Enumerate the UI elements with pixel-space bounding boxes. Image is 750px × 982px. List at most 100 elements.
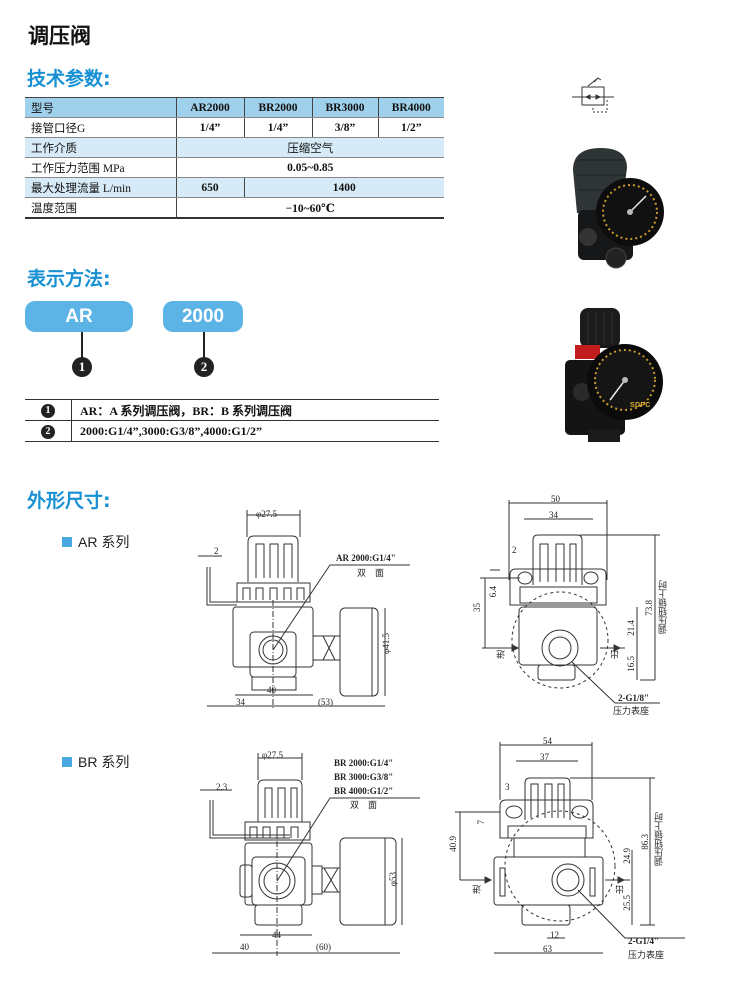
br-side-gauge-port: 2-G1/4"	[628, 936, 659, 946]
table-row: 最大处理流量 L/min 650 1400	[25, 177, 444, 198]
row-label: 温度范围	[25, 197, 176, 219]
ar-side-upper: 21.4	[626, 620, 636, 636]
br-side-lower: 25.5	[622, 895, 632, 911]
br-side-hole-dim: 3	[505, 782, 510, 792]
marker-1: 1	[72, 357, 92, 377]
br-right-dim: (60)	[316, 942, 331, 952]
ar-side-note: 调压钮锁上时	[658, 580, 668, 634]
br-side-height-409: 40.9	[448, 836, 458, 852]
notation-legend: 1 AR：A 系列调压阀，BR：B 系列调压阀 2 2000:G1/4”,300…	[25, 399, 439, 442]
br-both-sides: 双 面	[350, 800, 378, 810]
cell: 1400	[243, 177, 444, 198]
br-side-outlet: 出	[615, 885, 625, 894]
square-bullet-icon	[62, 757, 72, 767]
ar-side-hole-height: 6.4	[488, 586, 498, 598]
ar-side-gauge-seat: 压力表座	[613, 706, 650, 716]
br-side-upper: 24.9	[622, 848, 632, 864]
page-title: 调压阀	[28, 24, 91, 48]
ar-side-outlet: 出	[610, 650, 620, 659]
ar-knob-diameter: φ27.5	[256, 509, 277, 519]
cell: 1/4”	[175, 117, 244, 138]
header-cell: BR3000	[311, 97, 378, 118]
legend-text: 2000:G1/4”,3000:G3/8”,4000:G1/2”	[71, 420, 439, 442]
table-header-row: 型号 AR2000 BR2000 BR3000 BR4000	[25, 97, 444, 118]
br-side-hole-spacing: 37	[540, 752, 549, 762]
header-cell: 型号	[25, 97, 176, 118]
cell: 650	[175, 177, 244, 198]
cell: 0.05~0.85	[175, 157, 444, 178]
cell: 1/2”	[377, 117, 444, 138]
br-front-drawing	[200, 753, 420, 956]
row-label: 工作压力范围 MPa	[25, 157, 176, 178]
br-side-gauge-seat: 压力表座	[628, 950, 665, 960]
header-cell: AR2000	[175, 97, 244, 118]
table-row: 工作介质 压缩空气	[25, 137, 444, 158]
br-side-note: 调压钮锁上时	[654, 812, 664, 866]
ar-side-hole-dim: 2	[512, 545, 517, 555]
section-specs-heading: 技术参数:	[27, 68, 111, 90]
ar-side-lower: 16.5	[626, 656, 636, 672]
notation-part-ar: AR	[25, 301, 133, 332]
br-port-spec-3000: BR 3000:G3/8"	[334, 772, 394, 782]
section-notation-heading: 表示方法:	[27, 268, 111, 290]
br-side-bottom-width: 12	[550, 930, 559, 940]
ar-front-drawing	[198, 510, 410, 710]
br-gauge-diameter: φ53	[388, 872, 398, 887]
series-br-label: BR 系列	[62, 752, 129, 772]
legend-row: 1 AR：A 系列调压阀，BR：B 系列调压阀	[25, 399, 439, 421]
br-port-spec-2000: BR 2000:G1/4"	[334, 758, 394, 768]
cell: 3/8”	[311, 117, 378, 138]
valve-symbol-icon	[572, 77, 614, 113]
gauge-brand-text: SDPC	[630, 402, 651, 409]
legend-number: 2	[41, 425, 55, 439]
series-ar-text: AR 系列	[78, 534, 130, 550]
br-body-width: 44	[272, 930, 281, 940]
marker-2: 2	[194, 357, 214, 377]
table-row: 温度范围 −10~60℃	[25, 197, 444, 219]
ar-regulator-photo	[573, 148, 664, 269]
ar-port-spec: AR 2000:G1/4"	[336, 553, 396, 563]
series-ar-label: AR 系列	[62, 532, 129, 552]
br-left-dim: 40	[240, 942, 249, 952]
header-cell: BR4000	[377, 97, 444, 118]
legend-number: 1	[41, 404, 55, 418]
table-row: 接管口径G 1/4” 1/4” 3/8” 1/2”	[25, 117, 444, 138]
br-side-body-width: 63	[543, 944, 552, 954]
cell: 压缩空气	[175, 137, 444, 158]
header-cell: BR2000	[243, 97, 312, 118]
ar-body-width: 40	[267, 685, 276, 695]
br-bracket-thickness: 2.3	[216, 782, 228, 792]
ar-bracket-thickness: 2	[214, 546, 219, 556]
row-label: 最大处理流量 L/min	[25, 177, 176, 198]
row-label: 接管口径G	[25, 117, 176, 138]
ar-side-inlet: 进	[496, 650, 506, 659]
connector-line	[81, 332, 83, 358]
series-br-text: BR 系列	[78, 754, 130, 770]
ar-gauge-diameter: φ41.5	[381, 633, 391, 654]
ar-side-total-width: 50	[551, 494, 560, 504]
ar-both-sides: 双 面	[357, 568, 385, 578]
spec-table: 型号 AR2000 BR2000 BR3000 BR4000 接管口径G 1/4…	[25, 97, 444, 219]
br-knob-diameter: φ27.5	[262, 750, 283, 760]
br-side-total-width: 54	[543, 736, 552, 746]
cell: 1/4”	[243, 117, 312, 138]
br-side-total-height: 86.3	[640, 834, 650, 850]
cell: −10~60℃	[175, 197, 444, 219]
ar-left-dim: 34	[236, 697, 245, 707]
ar-side-drawing	[480, 500, 660, 704]
notation-part-2000: 2000	[163, 301, 243, 332]
br-side-hole-height: 7	[476, 820, 486, 825]
table-row: 工作压力范围 MPa 0.05~0.85	[25, 157, 444, 178]
square-bullet-icon	[62, 537, 72, 547]
br-side-inlet: 进	[472, 885, 482, 894]
row-label: 工作介质	[25, 137, 176, 158]
section-dimensions-heading: 外形尺寸:	[27, 490, 111, 512]
legend-row: 2 2000:G1/4”,3000:G3/8”,4000:G1/2”	[25, 420, 439, 442]
br-side-drawing	[455, 742, 685, 954]
ar-side-hole-spacing: 34	[549, 510, 558, 520]
connector-line	[203, 332, 205, 358]
br-regulator-photo	[565, 308, 663, 442]
ar-right-dim: (53)	[318, 697, 333, 707]
br-port-spec-4000: BR 4000:G1/2"	[334, 786, 394, 796]
